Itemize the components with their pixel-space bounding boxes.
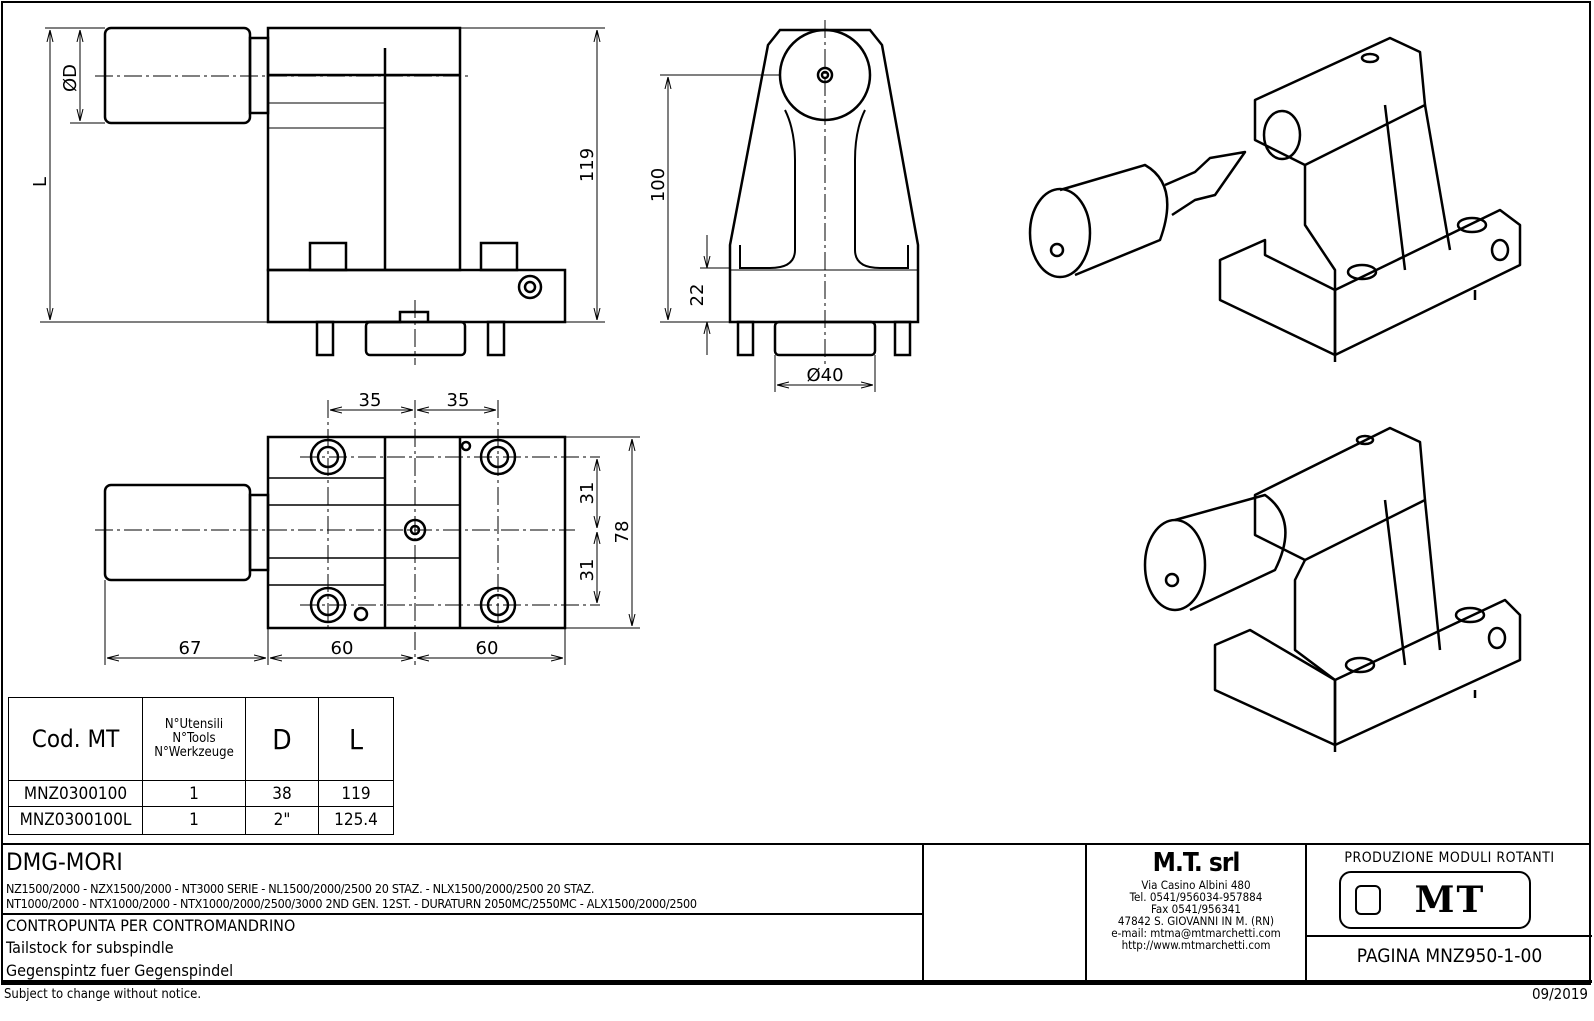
dim-top-35-left: 35 (359, 390, 382, 411)
dim-top-60-right: 60 (476, 638, 499, 659)
mt-logo: MT (1339, 871, 1531, 929)
header-d: D (272, 722, 292, 756)
dim-top-31-upper: 31 (577, 482, 598, 505)
row1-d: 38 (272, 783, 292, 804)
top-view (95, 400, 640, 665)
page-code: PAGINA MNZ950-1-00 (1356, 945, 1543, 967)
rotating-module-icon (1355, 885, 1381, 915)
dim-top-78: 78 (612, 521, 633, 544)
description-german: Gegenspintz fuer Gegenspindel (6, 961, 234, 980)
header-tools: N°Utensili N°Tools N°Werkzeuge (143, 708, 245, 770)
header-code: Cod. MT (31, 725, 120, 753)
company-website: http://www.mtmarchetti.com (1121, 938, 1271, 952)
row1-l: 119 (341, 783, 371, 804)
dim-top-35-right: 35 (447, 390, 470, 411)
dim-side-22: 22 (687, 284, 708, 307)
spec-table: Cod. MT N°Utensili N°Tools N°Werkzeuge D… (8, 697, 394, 835)
disclaimer: Subject to change without notice. (4, 987, 202, 1002)
dim-side-diameter-40: Ø40 (806, 365, 843, 386)
company-address: Via Casino Albini 480 (1141, 878, 1251, 892)
row1-tools: 1 (189, 783, 199, 804)
company-city: 47842 S. GIOVANNI IN M. (RN) (1117, 914, 1275, 928)
header-tools-de: N°Werkzeuge (154, 745, 234, 760)
revision-date: 09/2019 (1531, 985, 1588, 1003)
side-view (660, 20, 920, 392)
isometric-view-exploded (1028, 36, 1522, 362)
description-english: Tailstock for subspindle (6, 938, 174, 957)
isometric-view-assembled (1143, 426, 1522, 752)
dim-length-l: L (30, 177, 51, 187)
logo-text: MT (1414, 879, 1486, 921)
models-line-1: NZ1500/2000 - NZX1500/2000 - NT3000 SERI… (6, 881, 595, 896)
dim-top-60-left: 60 (331, 638, 354, 659)
title-block: DMG-MORI NZ1500/2000 - NZX1500/2000 - NT… (2, 843, 1592, 984)
row2-l: 125.4 (334, 810, 378, 830)
header-tools-en: N°Tools (172, 731, 216, 746)
brand-name: DMG-MORI (6, 848, 123, 876)
dim-top-67: 67 (179, 638, 202, 659)
front-view (40, 26, 605, 365)
header-l: L (348, 722, 364, 756)
dim-diameter-d: ØD (60, 64, 81, 92)
company-name: M.T. srl (1152, 848, 1241, 878)
row2-code: MNZ0300100L (19, 810, 132, 830)
dim-side-100: 100 (648, 168, 669, 202)
row2-d: 2" (273, 810, 291, 830)
row1-code: MNZ0300100 (23, 783, 128, 804)
header-tools-it: N°Utensili (164, 717, 224, 732)
company-email: e-mail: mtma@mtmarchetti.com (1111, 926, 1281, 940)
company-fax: Fax 0541/956341 (1151, 902, 1241, 916)
dim-height-119: 119 (577, 148, 598, 182)
description-italian: CONTROPUNTA PER CONTROMANDRINO (6, 916, 296, 935)
sheet-border (1, 1, 1591, 985)
row2-tools: 1 (189, 810, 199, 830)
company-info: M.T. srl Via Casino Albini 480 Tel. 0541… (1087, 847, 1305, 951)
company-tel: Tel. 0541/956034-957884 (1129, 890, 1263, 904)
models-line-2: NT1000/2000 - NTX1000/2000 - NTX1000/200… (6, 896, 697, 911)
production-label: PRODUZIONE MODULI ROTANTI (1344, 850, 1555, 866)
dim-top-31-lower: 31 (577, 559, 598, 582)
